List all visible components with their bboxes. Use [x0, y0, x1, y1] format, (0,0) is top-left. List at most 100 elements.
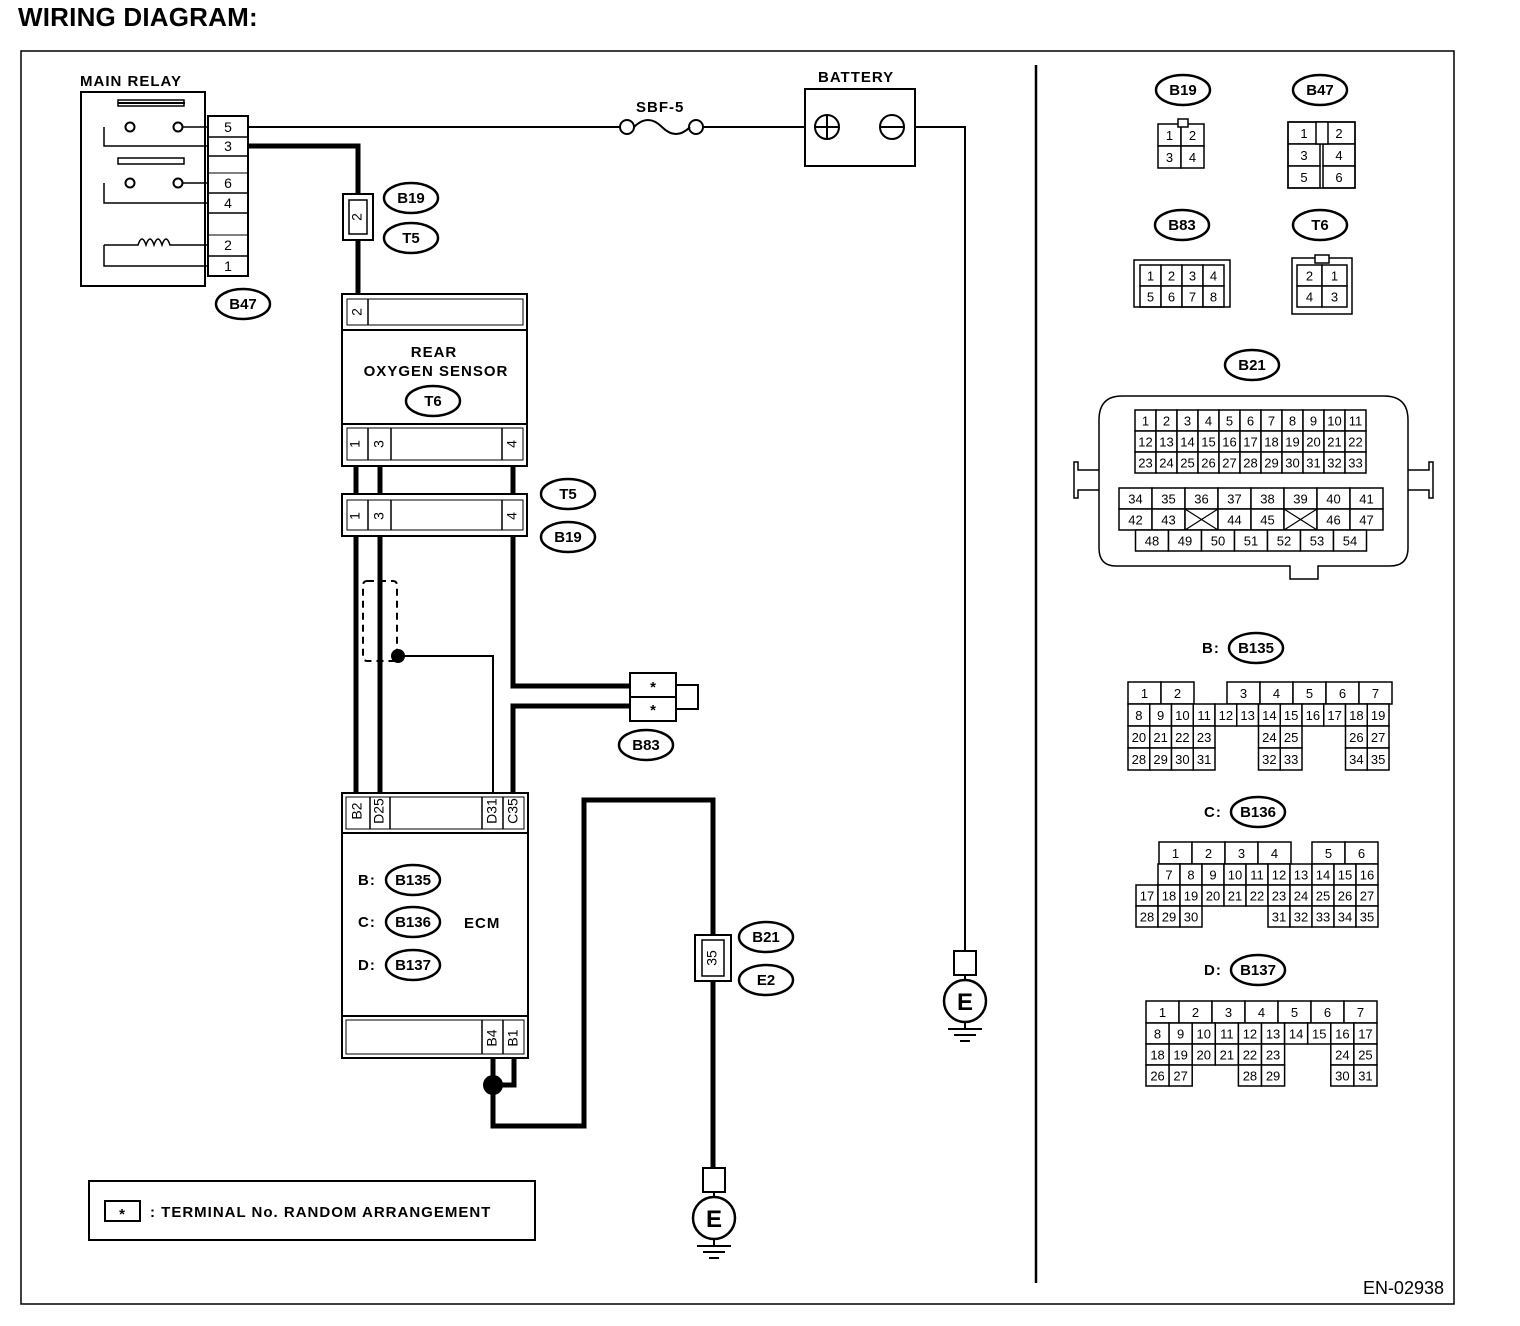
terminal-number: 39 — [1293, 492, 1307, 507]
terminal-number: 9 — [1157, 708, 1164, 723]
terminal-number: 24 — [1262, 730, 1276, 745]
terminal-number: 1 — [1172, 846, 1179, 861]
connector-face-label-b19: B19 — [1154, 73, 1212, 107]
terminal-number: 36 — [1194, 492, 1208, 507]
terminal-number: 4 — [1189, 150, 1196, 165]
terminal-number: 6 — [1358, 846, 1365, 861]
terminal-number: 6 — [1339, 686, 1346, 701]
connector-face-label-b83: B83 — [1153, 208, 1211, 242]
splice-point — [483, 1075, 503, 1095]
connector-face-label-b136: C:B136 — [1204, 795, 1287, 829]
terminal-number: 26 — [1349, 730, 1363, 745]
terminal-number: 6 — [1335, 170, 1342, 185]
terminal-number: 27 — [1173, 1069, 1187, 1084]
terminal-number: 5 — [1300, 170, 1307, 185]
junction-pin: 3 — [371, 512, 387, 520]
terminal-number: 42 — [1128, 513, 1142, 528]
connector-label-t5: T5 — [382, 221, 440, 255]
terminal-number: 21 — [1228, 889, 1242, 904]
terminal-number: 15 — [1338, 868, 1352, 883]
terminal-number: 22 — [1348, 435, 1362, 450]
terminal-number: 24 — [1159, 456, 1173, 471]
terminal-number: 25 — [1316, 889, 1330, 904]
junction-pin: 35 — [704, 950, 720, 966]
terminal-number: 24 — [1294, 889, 1308, 904]
terminal-number: 22 — [1243, 1048, 1257, 1063]
terminal-number: 3 — [1184, 414, 1191, 429]
connector-code: B21 — [752, 929, 780, 946]
terminal-number: 30 — [1175, 752, 1189, 767]
terminal-number: 10 — [1175, 708, 1189, 723]
connector-face-label-b21: B21 — [1223, 348, 1281, 382]
terminal-number: 51 — [1244, 534, 1258, 549]
terminal-number: 3 — [1238, 846, 1245, 861]
terminal-number: 12 — [1243, 1027, 1257, 1042]
sensor-label-line2: OXYGEN SENSOR — [364, 363, 509, 380]
terminal-number: 48 — [1145, 534, 1159, 549]
terminal-number: 8 — [1210, 290, 1217, 305]
terminal-number: 4 — [1273, 686, 1280, 701]
terminal-number: 16 — [1306, 708, 1320, 723]
terminal-number: 32 — [1294, 910, 1308, 925]
connector-code: B136 — [1240, 804, 1276, 821]
terminal-number: 8 — [1187, 868, 1194, 883]
terminal-number: 31 — [1272, 910, 1286, 925]
terminal-number: 11 — [1197, 708, 1211, 723]
terminal-number: 17 — [1243, 435, 1257, 450]
terminal-number: 40 — [1326, 492, 1340, 507]
terminal-number: 25 — [1284, 730, 1298, 745]
connector-code: B135 — [1238, 640, 1274, 657]
terminal-number: 29 — [1162, 910, 1176, 925]
ecm-connector-prefix: C: — [358, 914, 376, 931]
connector-code: B19 — [397, 190, 425, 207]
terminal-number: 26 — [1338, 889, 1352, 904]
terminal-number: 24 — [1335, 1048, 1349, 1063]
terminal-number: 20 — [1132, 730, 1146, 745]
terminal-number: 33 — [1348, 456, 1362, 471]
legend-symbol: * — [119, 1206, 125, 1223]
ecm-connector-prefix: B: — [358, 872, 376, 889]
terminal-number: 32 — [1262, 752, 1276, 767]
connector-label-b136: B136 — [1229, 795, 1287, 829]
terminal-number: 29 — [1266, 1069, 1280, 1084]
terminal-number: 1 — [1159, 1005, 1166, 1020]
connector-label-b19: B19 — [382, 181, 440, 215]
terminal-number: 19 — [1173, 1048, 1187, 1063]
ecm-pin: D31 — [484, 798, 500, 824]
terminal-number: 17 — [1327, 708, 1341, 723]
terminal-number: 26 — [1150, 1069, 1164, 1084]
terminal-number: 54 — [1343, 534, 1357, 549]
terminal-number: 23 — [1197, 730, 1211, 745]
battery-label: BATTERY — [818, 69, 894, 86]
terminal-number: 10 — [1327, 414, 1341, 429]
connector-prefix: D: — [1204, 962, 1222, 979]
terminal-number: 18 — [1162, 889, 1176, 904]
terminal-number: 6 — [1247, 414, 1254, 429]
relay-pin: 5 — [224, 119, 232, 135]
relay-pin: 4 — [224, 195, 232, 211]
terminal-number: 7 — [1165, 868, 1172, 883]
terminal-number: 10 — [1228, 868, 1242, 883]
connector-prefix: B: — [1202, 640, 1220, 657]
terminal-number: 49 — [1178, 534, 1192, 549]
terminal-number: 31 — [1197, 752, 1211, 767]
connector-label-t5: T5 — [539, 477, 597, 511]
connector-code: B47 — [229, 296, 257, 313]
sensor-pin-top: 2 — [349, 308, 365, 316]
terminal-number: 41 — [1359, 492, 1373, 507]
terminal-number: 21 — [1327, 435, 1341, 450]
junction-pin: 2 — [349, 213, 365, 221]
splice-point — [391, 649, 405, 663]
terminal-number: 21 — [1220, 1048, 1234, 1063]
terminal-number: 25 — [1180, 456, 1194, 471]
